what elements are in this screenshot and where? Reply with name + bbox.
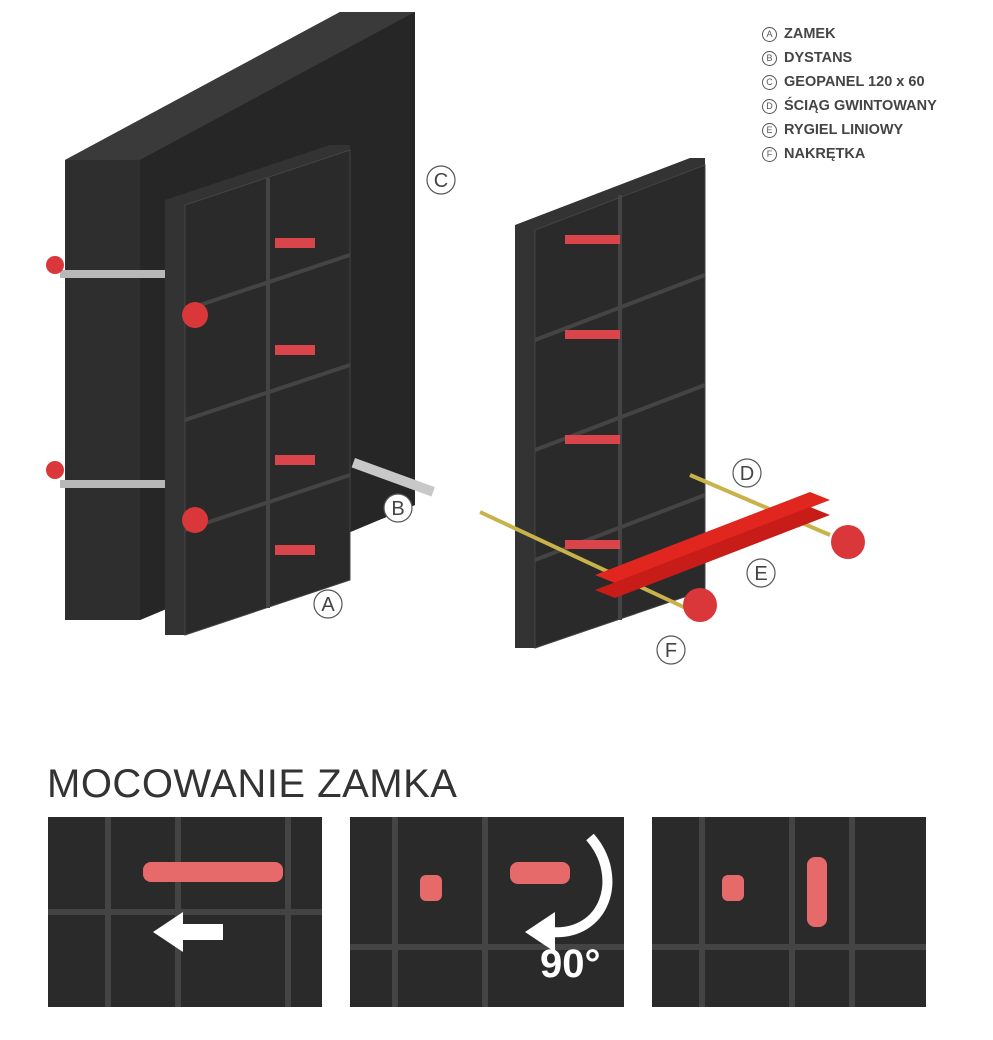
legend-item: A ZAMEK (762, 22, 937, 46)
legend-label: DYSTANS (784, 50, 853, 66)
step-photo-1 (48, 817, 322, 1007)
section-title: MOCOWANIE ZAMKA (47, 762, 458, 806)
arrow-left-icon (153, 912, 223, 952)
legend-key: D (762, 98, 777, 114)
step-photo-3 (652, 817, 926, 1007)
callout-c: C (426, 165, 456, 195)
legend-key: A (762, 26, 777, 42)
rotate-arrow-icon (549, 833, 613, 938)
legend-key: B (762, 50, 777, 66)
legend-item: F NAKRĘTKA (762, 142, 937, 166)
geopanel-right (515, 158, 706, 649)
legend-key: E (762, 122, 777, 138)
legend-label: ŚCIĄG GWINTOWANY (784, 98, 937, 114)
spacer-b (351, 458, 435, 497)
legend: A ZAMEK B DYSTANS C GEOPANEL 120 x 60 D ŚCIĄ… (762, 22, 937, 166)
callout-a: A (313, 589, 343, 619)
linear-beam (595, 492, 830, 598)
svg-text:D: D (740, 463, 754, 485)
svg-text:B: B (391, 498, 404, 520)
assembly-diagram: C B A D E F (46, 12, 865, 665)
svg-text:C: C (434, 170, 448, 192)
geopanel-front (165, 145, 351, 636)
callout-e: E (746, 558, 776, 588)
svg-text:F: F (665, 640, 677, 662)
callout-b: B (383, 493, 413, 523)
legend-label: ZAMEK (784, 26, 836, 42)
rotation-angle-label: 90° (540, 942, 601, 986)
legend-key: C (762, 74, 777, 90)
legend-item: B DYSTANS (762, 46, 937, 70)
callout-f: F (656, 635, 686, 665)
spacer-rods (46, 256, 170, 488)
callout-d: D (732, 458, 762, 488)
threaded-rods (479, 473, 831, 612)
legend-item: D ŚCIĄG GWINTOWANY (762, 94, 937, 118)
step-photo-2: 90° (350, 817, 624, 1007)
svg-text:E: E (754, 563, 767, 585)
legend-item: C GEOPANEL 120 x 60 (762, 70, 937, 94)
nut (683, 588, 717, 622)
svg-text:A: A (321, 594, 335, 616)
legend-label: GEOPANEL 120 x 60 (784, 74, 925, 90)
legend-label: RYGIEL LINIOWY (784, 122, 904, 138)
legend-item: E RYGIEL LINIOWY (762, 118, 937, 142)
legend-key: F (762, 146, 777, 162)
legend-label: NAKRĘTKA (784, 146, 866, 162)
nut (831, 525, 865, 559)
